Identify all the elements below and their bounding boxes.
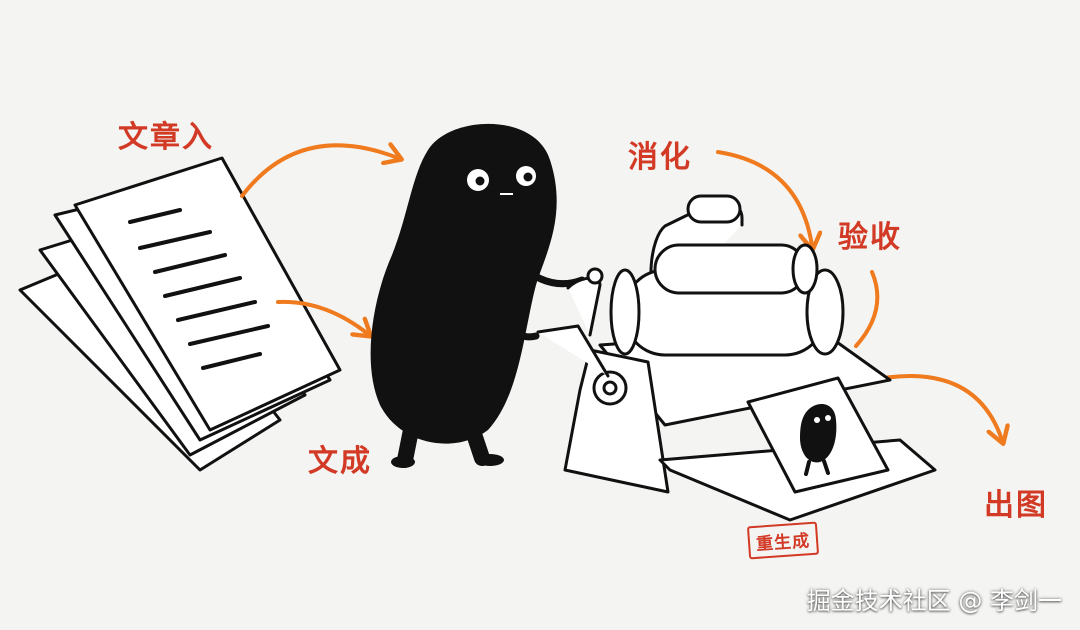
label-text-out: 文成 (308, 444, 372, 479)
watermark: 掘金技术社区 @ 李剑一 (806, 587, 1062, 615)
bean-character (370, 123, 586, 468)
arrow-text-out (276, 299, 368, 334)
arrow-image-out (870, 374, 1002, 440)
printed-page (746, 376, 890, 494)
flow-arrows (240, 145, 1002, 440)
regenerate-stamp: 重生成 (746, 521, 820, 560)
paper-stack (18, 156, 342, 472)
label-article-in: 文章入 (118, 120, 214, 155)
paper-text-lines (128, 208, 270, 370)
arrow-accept (854, 270, 880, 348)
label-digest: 消化 (628, 140, 692, 175)
label-image-out: 出图 (984, 488, 1048, 523)
arrow-digest (716, 150, 812, 246)
arrow-article-in (240, 145, 398, 198)
printing-press (536, 194, 937, 522)
label-accept: 验收 (838, 220, 902, 255)
